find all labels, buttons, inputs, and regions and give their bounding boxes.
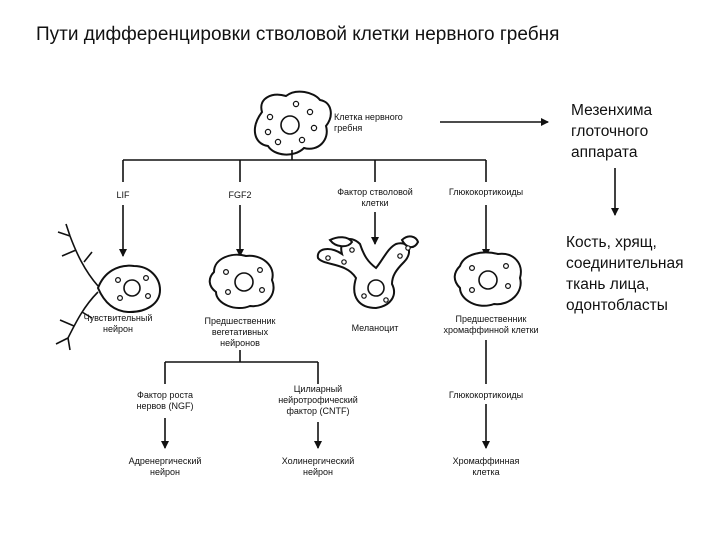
chromaffin-cell-label: Хромаффинная клетка bbox=[452, 456, 520, 477]
sensory-neuron-label: Чувствительный нейрон bbox=[83, 313, 153, 334]
adrenergic-neuron-label: Адренергический нейрон bbox=[128, 456, 202, 477]
autonomic-precursor-cell bbox=[208, 253, 275, 310]
autonomic-precursor-label: Предшественник вегетативных нейронов bbox=[204, 316, 276, 348]
ngf-label: Фактор роста нервов (NGF) bbox=[136, 390, 194, 411]
branching-lines bbox=[119, 150, 490, 449]
melanocyte-cell bbox=[316, 235, 420, 310]
sensory-neuron-cell bbox=[55, 223, 162, 351]
lif-label: LIF bbox=[116, 190, 130, 200]
glucocorticoids-top-label: Глюкокортикоиды bbox=[448, 187, 524, 197]
stem-cell-factor-label: Фактор стволовой клетки bbox=[337, 187, 413, 208]
chromaffin-precursor-label: Предшественник хромаффинной клетки bbox=[443, 314, 539, 335]
neural-crest-cell bbox=[253, 90, 332, 156]
cholinergic-neuron-label: Холинергический нейрон bbox=[281, 456, 355, 477]
neural-crest-cell-label: Клетка нервного гребня bbox=[334, 112, 403, 133]
glucocorticoids-bottom-label: Глюкокортикоиды bbox=[448, 390, 524, 400]
cntf-label: Цилиарный нейротрофический фактор (CNTF) bbox=[278, 384, 358, 416]
chromaffin-precursor-cell bbox=[453, 251, 522, 307]
mesenchyme-label: Мезенхима глоточного аппарата bbox=[571, 102, 653, 161]
melanocyte-label: Меланоцит bbox=[351, 323, 399, 333]
derivatives-label: Кость, хрящ, соединительная ткань лица, … bbox=[566, 234, 684, 314]
fgf2-label: FGF2 bbox=[228, 190, 252, 200]
diagram-title: Пути дифференцировки стволовой клетки не… bbox=[36, 24, 560, 45]
